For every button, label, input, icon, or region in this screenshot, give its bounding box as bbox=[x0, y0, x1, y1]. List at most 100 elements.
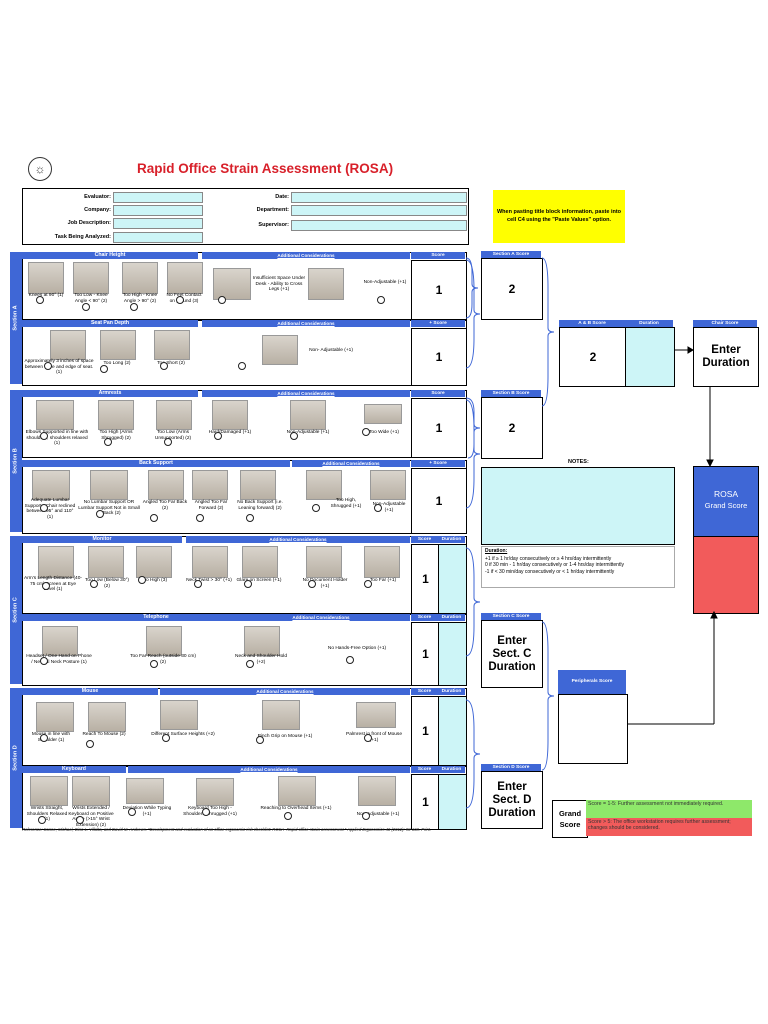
checkbox[interactable] bbox=[214, 432, 222, 440]
keyboard-duration-input[interactable] bbox=[438, 774, 467, 830]
monitor-score-header: Score bbox=[411, 536, 438, 543]
radio-button[interactable] bbox=[160, 362, 168, 370]
radio-button[interactable] bbox=[138, 576, 146, 584]
department-field[interactable] bbox=[291, 205, 467, 216]
checkbox[interactable] bbox=[244, 580, 252, 588]
checkbox[interactable] bbox=[202, 808, 210, 816]
date-label: Date: bbox=[275, 194, 289, 200]
checkbox[interactable] bbox=[377, 296, 385, 304]
radio-button[interactable] bbox=[40, 657, 48, 665]
photo bbox=[136, 546, 172, 578]
checkbox[interactable] bbox=[218, 296, 226, 304]
checkbox[interactable] bbox=[238, 362, 246, 370]
seat-pan-score-header: + Score bbox=[411, 320, 465, 327]
mouse-duration-input[interactable] bbox=[438, 696, 467, 766]
page-title: Rapid Office Strain Assessment (ROSA) bbox=[137, 161, 394, 176]
checkbox[interactable] bbox=[362, 428, 370, 436]
duration-legend-title: Duration: bbox=[485, 548, 508, 554]
evaluator-field[interactable] bbox=[113, 192, 203, 203]
radio-button[interactable] bbox=[164, 438, 172, 446]
checkbox[interactable] bbox=[362, 812, 370, 820]
checkbox[interactable] bbox=[290, 432, 298, 440]
caption: Non-Adjustable (+1) bbox=[363, 280, 407, 285]
radio-button[interactable] bbox=[40, 504, 48, 512]
photo bbox=[156, 400, 192, 430]
photo bbox=[122, 262, 158, 294]
caption: Reaching to Overhead Items (+1) bbox=[260, 806, 332, 811]
checkbox[interactable] bbox=[312, 504, 320, 512]
caption: Pinch Grip on Mouse (+1) bbox=[257, 734, 313, 739]
checkbox[interactable] bbox=[284, 812, 292, 820]
radio-button[interactable] bbox=[96, 510, 104, 518]
caption: Too High - Knee Angle > 90° (2) bbox=[122, 293, 158, 304]
duration-legend-line: -1 if < 30 min/day consecutively or < 1 … bbox=[485, 568, 615, 575]
radio-button[interactable] bbox=[90, 580, 98, 588]
radio-button[interactable] bbox=[44, 362, 52, 370]
radio-button[interactable] bbox=[176, 296, 184, 304]
telephone-score: 1 bbox=[411, 622, 440, 686]
caption: Too Far (+1) bbox=[369, 578, 397, 583]
checkbox[interactable] bbox=[194, 580, 202, 588]
radio-button[interactable] bbox=[104, 438, 112, 446]
company-label: Company: bbox=[84, 207, 111, 213]
telephone-duration-input[interactable] bbox=[438, 622, 467, 686]
monitor-duration-input[interactable] bbox=[438, 544, 467, 614]
photo bbox=[88, 546, 124, 578]
checkbox[interactable] bbox=[374, 504, 382, 512]
radio-button[interactable] bbox=[82, 303, 90, 311]
radio-button[interactable] bbox=[36, 296, 44, 304]
radio-button[interactable] bbox=[86, 740, 94, 748]
notes-field[interactable] bbox=[481, 467, 675, 545]
section-d-score-header: Section D Score bbox=[481, 764, 541, 771]
chair-height-addl: Additional Considerations bbox=[202, 252, 410, 259]
photo bbox=[290, 400, 326, 430]
mouse-addl: Additional Considerations bbox=[160, 688, 410, 695]
task-field[interactable] bbox=[113, 232, 203, 243]
checkbox[interactable] bbox=[162, 734, 170, 742]
photo bbox=[50, 330, 86, 360]
armrests-title: Armrests bbox=[22, 390, 198, 397]
date-field[interactable] bbox=[291, 192, 467, 203]
checkbox[interactable] bbox=[308, 580, 316, 588]
company-field[interactable] bbox=[113, 205, 203, 216]
radio-button[interactable] bbox=[150, 514, 158, 522]
caption: Too Short (2) bbox=[157, 361, 185, 366]
job-field[interactable] bbox=[113, 218, 203, 229]
caption: Reach To Mouse (2) bbox=[82, 732, 126, 737]
photo bbox=[73, 262, 109, 294]
radio-button[interactable] bbox=[100, 365, 108, 373]
photo bbox=[244, 626, 280, 656]
radio-button[interactable] bbox=[40, 734, 48, 742]
checkbox[interactable] bbox=[364, 580, 372, 588]
rosa-label: ROSA bbox=[713, 489, 739, 499]
photo bbox=[192, 546, 228, 578]
section-d-sidebar: Section D bbox=[10, 688, 22, 828]
radio-button[interactable] bbox=[40, 432, 48, 440]
supervisor-field[interactable] bbox=[291, 220, 467, 231]
chair-duration-input[interactable] bbox=[625, 327, 675, 387]
checkbox[interactable] bbox=[246, 660, 254, 668]
caption: Palmrest in front of Mouse (+1) bbox=[346, 732, 402, 743]
ab-score: 2 bbox=[559, 327, 627, 387]
paste-note: When pasting title block information, pa… bbox=[493, 190, 625, 243]
caption: Neck and Shoulder Hold (+2) bbox=[235, 654, 287, 665]
photo bbox=[167, 262, 203, 294]
radio-button[interactable] bbox=[38, 816, 46, 824]
radio-button[interactable] bbox=[76, 816, 84, 824]
caption: Too High, Shrugged (+1) bbox=[330, 498, 362, 509]
checkbox[interactable] bbox=[346, 656, 354, 664]
photo bbox=[32, 470, 70, 500]
ab-score-header: A & B Score bbox=[559, 320, 625, 327]
radio-button[interactable] bbox=[196, 514, 204, 522]
radio-button[interactable] bbox=[42, 582, 50, 590]
checkbox[interactable] bbox=[128, 808, 136, 816]
checkbox[interactable] bbox=[364, 734, 372, 742]
photo bbox=[308, 268, 344, 300]
department-label: Department: bbox=[256, 207, 289, 213]
radio-button[interactable] bbox=[130, 303, 138, 311]
checkbox[interactable] bbox=[256, 736, 264, 744]
radio-button[interactable] bbox=[246, 514, 254, 522]
radio-button[interactable] bbox=[150, 660, 158, 668]
keyboard-duration-header: Duration bbox=[438, 766, 465, 773]
photo bbox=[72, 776, 110, 806]
